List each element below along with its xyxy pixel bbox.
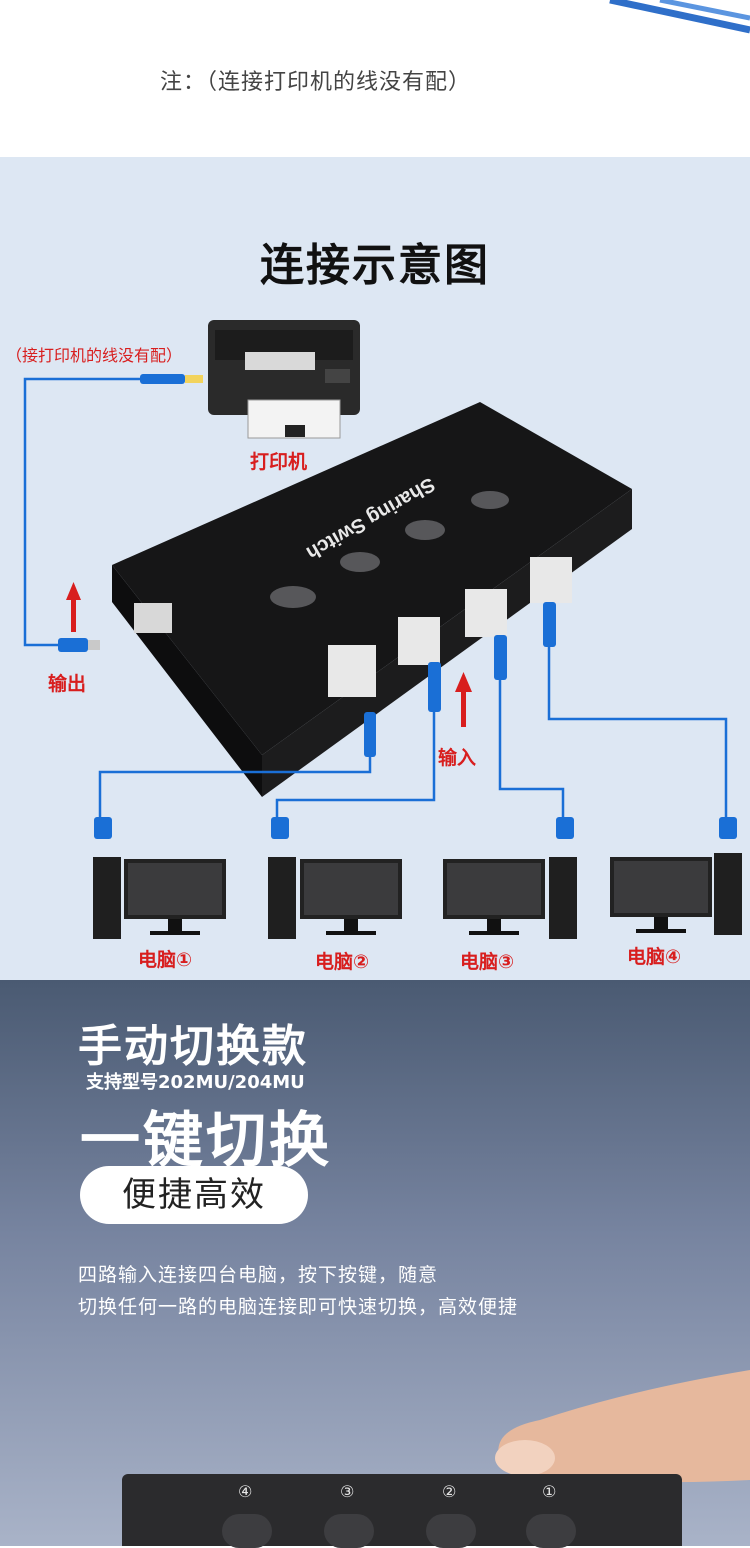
promo-section: 手动切换款 支持型号202MU/204MU 一键切换 便捷高效 四路输入连接四台… [0,980,750,1548]
output-arrow [66,582,81,632]
note-section: 注：（连接打印机的线没有配） [0,0,750,157]
computer-label-4: 电脑④ [627,946,682,968]
diagram-graphic: Sharing Switch [23,320,742,939]
finger-image [495,1370,750,1483]
feature-pill: 便捷高效 [80,1166,308,1224]
output-label: 输出 [48,673,87,695]
switch-device: Sharing Switch [112,402,632,797]
switch-button-3 [324,1514,374,1548]
computer-icons [93,853,742,939]
printer-note: （接打印机的线没有配） [6,346,183,365]
connection-diagram: 连接示意图 （接打印机的线没有配） [0,157,750,980]
input-cables [98,637,728,817]
button-number-2: ② [442,1482,457,1501]
description-line-2: 切换任何一路的电脑连接即可快速切换，高效便捷 [78,1296,519,1318]
computer-label-3: 电脑③ [460,951,515,973]
button-number-4: ④ [238,1482,253,1501]
cable-image [609,0,750,34]
button-number-3: ③ [340,1482,355,1501]
supported-models: 支持型号202MU/204MU [86,1072,305,1093]
output-cable [23,377,140,647]
switch-device-closeup: ④ ③ ② ① [122,1474,682,1548]
input-arrow [455,672,472,727]
input-label: 输入 [438,747,477,769]
onekey-heading: 一键切换 [80,1106,332,1176]
diagram-title: 连接示意图 [260,240,490,291]
description-line-1: 四路输入连接四台电脑，按下按键，随意 [78,1264,439,1286]
switch-button-2 [426,1514,476,1548]
printer-label: 打印机 [250,451,308,473]
button-number-1: ① [542,1482,557,1501]
switch-button-1 [526,1514,576,1548]
computer-label-1: 电脑① [138,949,193,971]
manual-heading: 手动切换款 [78,1021,308,1072]
computer-label-2: 电脑② [315,951,370,973]
switch-button-4 [222,1514,272,1548]
note-text: 注：（连接打印机的线没有配） [160,70,472,95]
printer-icon [208,320,360,439]
